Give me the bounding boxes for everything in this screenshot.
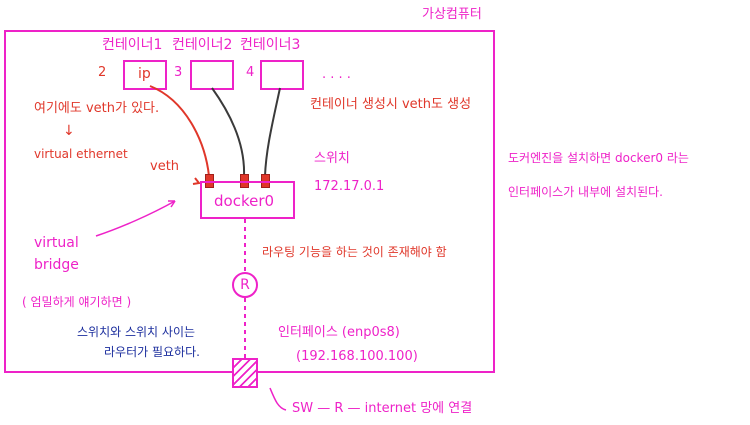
container-number-2: 2 — [98, 65, 107, 80]
switch-router-note-2: 라우터가 필요하다. — [104, 345, 200, 359]
veth-link-2 — [211, 87, 246, 177]
veth-note-line-2: virtual ethernet — [34, 147, 128, 161]
interface-ip: (192.168.100.100) — [296, 349, 418, 364]
container-label-3: 컨테이너3 — [240, 37, 301, 53]
container-ip-label: ip — [138, 66, 151, 82]
router-symbol: R — [232, 272, 258, 298]
docker0-bridge — [200, 181, 295, 219]
veth-note-arrow: ↓ — [63, 123, 75, 139]
veth-link-3 — [264, 87, 281, 177]
container-number-3: 3 — [174, 65, 183, 80]
engine-note-line-1: 도커엔진을 설치하면 docker0 라는 — [508, 151, 689, 165]
docker0-label: docker0 — [214, 192, 275, 210]
veth-note-line-1: 여기에도 veth가 있다. — [34, 101, 160, 116]
switch-router-note-1: 스위치와 스위치 사이는 — [77, 325, 196, 339]
container-create-note: 컨테이너 생성시 veth도 생성 — [310, 97, 472, 112]
virtual-bridge-line-2: bridge — [34, 257, 79, 273]
interface-label: 인터페이스 (enp0s8) — [278, 325, 400, 340]
engine-note-line-2: 인터페이스가 내부에 설치된다. — [508, 185, 663, 199]
container-label-1: 컨테이너1 — [102, 37, 163, 53]
vm-title: 가상컴퓨터 — [422, 7, 482, 22]
veth-label: veth — [150, 159, 180, 174]
virtual-bridge-line-3: ( 엄밀하게 얘기하면 ) — [22, 295, 132, 309]
network-interface-enp0s8 — [232, 358, 258, 388]
container-box-1 — [123, 60, 167, 90]
virtual-bridge-line-1: virtual — [34, 235, 79, 251]
more-containers-dots: . . . . — [322, 67, 351, 82]
switch-ip: 172.17.0.1 — [314, 179, 385, 194]
switch-label: 스위치 — [314, 151, 350, 166]
router-note: 라우팅 기능을 하는 것이 존재해야 함 — [262, 245, 447, 259]
container-number-4: 4 — [246, 65, 255, 80]
veth-link-1 — [149, 85, 210, 177]
container-box-3 — [260, 60, 304, 90]
internet-connection-note: SW — R — internet 망에 연결 — [292, 401, 473, 416]
container-label-2: 컨테이너2 — [172, 37, 233, 53]
